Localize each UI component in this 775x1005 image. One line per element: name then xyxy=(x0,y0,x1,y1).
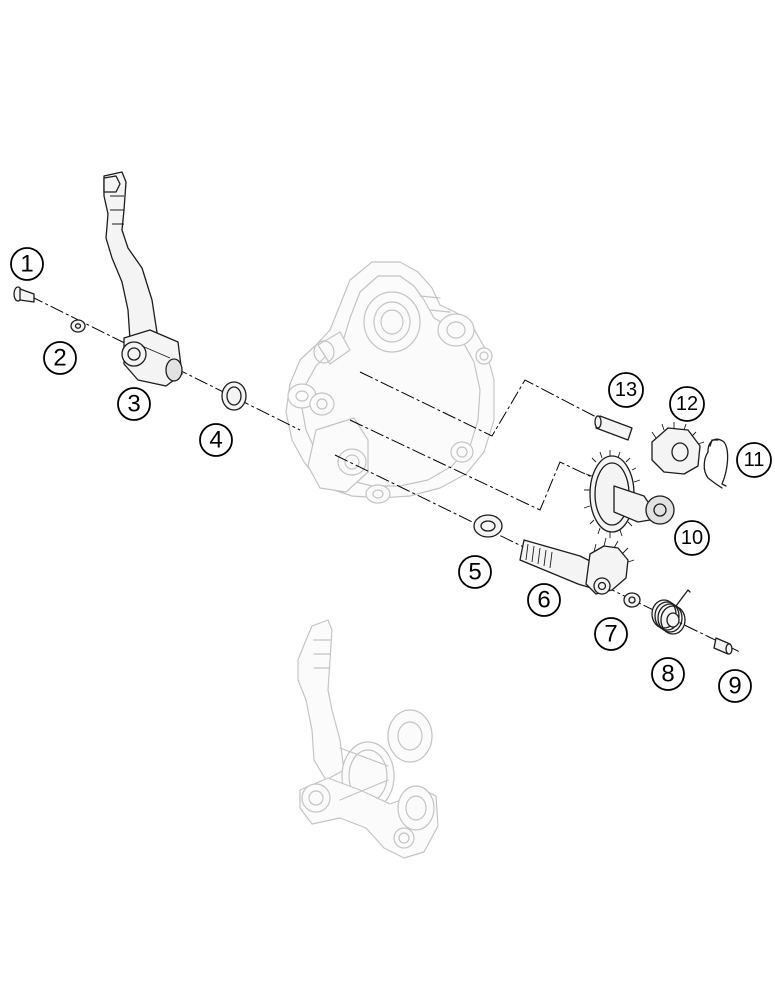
kick-starter-lever-part xyxy=(103,171,183,387)
callout-6-number: 6 xyxy=(537,587,550,614)
callout-2-number: 2 xyxy=(53,345,66,372)
callout-12: 12 xyxy=(669,386,705,422)
intermediate-gear-part xyxy=(583,450,675,538)
seal-ring-part xyxy=(221,381,247,411)
callout-6: 6 xyxy=(527,583,561,617)
callout-8: 8 xyxy=(651,657,685,691)
engine-cover xyxy=(285,261,495,504)
sleeve-part xyxy=(594,415,633,441)
callout-12-number: 12 xyxy=(676,393,698,415)
pin-part xyxy=(713,637,733,655)
callout-9-number: 9 xyxy=(728,673,741,700)
circlip-part xyxy=(703,438,729,489)
callout-2: 2 xyxy=(43,341,77,375)
bevel-gear-part xyxy=(651,422,705,475)
callout-5: 5 xyxy=(458,555,492,589)
callout-13: 13 xyxy=(608,372,644,408)
callout-9: 9 xyxy=(718,669,752,703)
callout-3-number: 3 xyxy=(127,391,140,418)
callout-10-number: 10 xyxy=(681,527,703,549)
callout-13-number: 13 xyxy=(615,379,637,401)
thrust-washer-part xyxy=(473,514,503,538)
kick-starter-shaft-part xyxy=(519,537,635,595)
assembled-view xyxy=(297,619,439,859)
callout-11-number: 11 xyxy=(744,449,765,471)
callout-1: 1 xyxy=(10,247,44,281)
callout-11: 11 xyxy=(736,442,772,478)
callout-3: 3 xyxy=(117,387,151,421)
screw-part xyxy=(13,286,35,303)
small-washer-part xyxy=(623,592,641,608)
callout-8-number: 8 xyxy=(661,661,674,688)
callout-7-number: 7 xyxy=(604,621,617,648)
callout-1-number: 1 xyxy=(20,251,33,278)
washer-part xyxy=(70,319,86,333)
callout-4: 4 xyxy=(199,423,233,457)
callout-10: 10 xyxy=(674,520,710,556)
callout-4-number: 4 xyxy=(209,427,222,454)
callout-7: 7 xyxy=(594,617,628,651)
torsion-spring-part xyxy=(651,589,691,635)
callout-5-number: 5 xyxy=(468,559,481,586)
